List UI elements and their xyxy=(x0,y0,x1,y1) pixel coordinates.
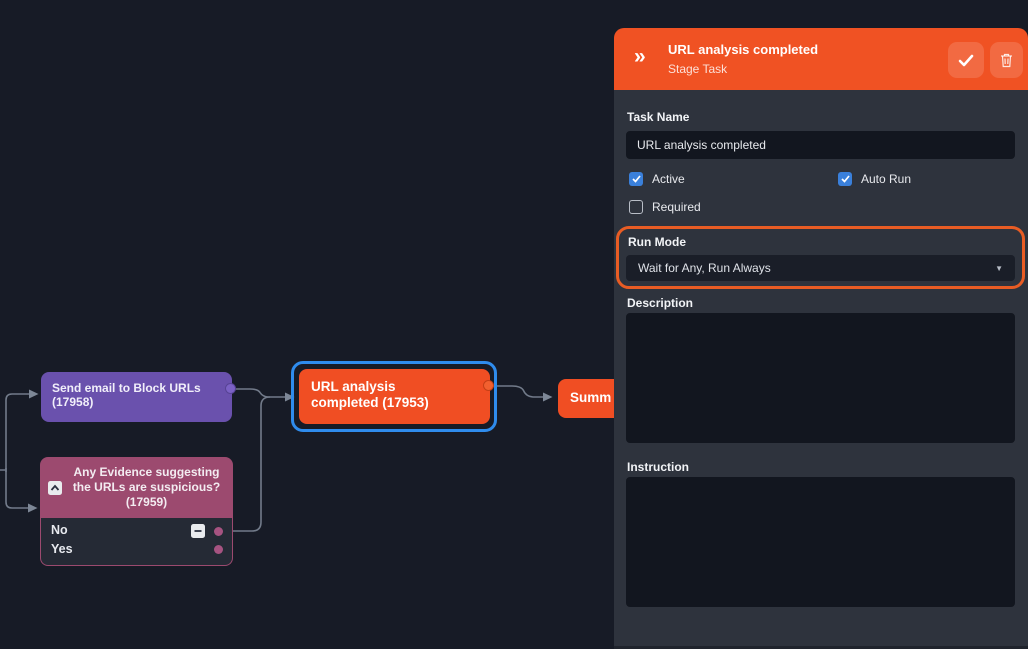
instruction-label: Instruction xyxy=(627,460,689,474)
stage-task-icon: » xyxy=(634,45,646,68)
auto-run-label: Auto Run xyxy=(861,172,912,186)
condition-header: Any Evidence suggesting the URLs are sus… xyxy=(40,457,233,518)
instruction-textarea[interactable] xyxy=(626,477,1015,607)
active-label: Active xyxy=(652,172,685,186)
checkbox-checked-icon[interactable] xyxy=(629,172,643,186)
required-label: Required xyxy=(652,200,701,214)
check-icon xyxy=(958,54,974,66)
branch-yes-label: Yes xyxy=(51,542,73,556)
panel-title: URL analysis completed xyxy=(668,42,819,57)
delete-button[interactable] xyxy=(990,42,1023,78)
collapse-icon[interactable] xyxy=(48,481,62,495)
condition-line1: Any Evidence suggesting xyxy=(73,465,220,479)
node-condition[interactable]: Any Evidence suggesting the URLs are sus… xyxy=(40,457,233,566)
checkbox-unchecked-icon[interactable] xyxy=(629,200,643,214)
panel-subtitle: Stage Task xyxy=(668,62,728,76)
panel-header: » URL analysis completed Stage Task xyxy=(614,28,1028,90)
description-textarea[interactable] xyxy=(626,313,1015,443)
active-checkbox[interactable]: Active xyxy=(629,172,685,186)
output-port-url-analysis[interactable] xyxy=(483,380,494,391)
chevron-down-icon: ▼ xyxy=(995,263,1003,273)
confirm-button[interactable] xyxy=(948,42,984,78)
task-name-label: Task Name xyxy=(627,110,690,124)
output-port-yes[interactable] xyxy=(214,545,223,554)
node-title-2: completed (17953) xyxy=(311,395,429,410)
condition-id: (17959) xyxy=(125,495,168,509)
required-checkbox[interactable]: Required xyxy=(629,200,701,214)
trash-icon xyxy=(1001,53,1012,67)
node-title: Summ xyxy=(570,390,612,405)
selection-ring xyxy=(291,361,497,432)
minus-icon[interactable] xyxy=(191,524,205,538)
node-title: Send email to Block URLs xyxy=(52,381,201,395)
node-url-analysis[interactable]: URL analysis completed (17953) xyxy=(299,369,490,424)
condition-branches: No Yes xyxy=(40,518,233,566)
run-mode-value: Wait for Any, Run Always xyxy=(638,261,771,275)
checkbox-checked-icon[interactable] xyxy=(838,172,852,186)
run-mode-select[interactable]: Wait for Any, Run Always ▼ xyxy=(626,255,1015,281)
node-id: (17958) xyxy=(52,395,94,409)
task-name-input[interactable] xyxy=(626,131,1015,159)
auto-run-checkbox[interactable]: Auto Run xyxy=(838,172,911,186)
description-label: Description xyxy=(627,296,694,310)
node-send-email[interactable]: Send email to Block URLs (17958) xyxy=(41,372,232,422)
output-port-send-email[interactable] xyxy=(225,383,236,394)
task-detail-panel: » URL analysis completed Stage Task xyxy=(614,0,1028,649)
panel-footer xyxy=(614,646,1028,649)
condition-line2: the URLs are suspicious? xyxy=(72,480,221,494)
branch-no-label: No xyxy=(51,523,68,537)
node-title: URL analysis xyxy=(311,379,396,394)
output-port-no[interactable] xyxy=(214,527,223,536)
run-mode-label: Run Mode xyxy=(628,235,686,249)
